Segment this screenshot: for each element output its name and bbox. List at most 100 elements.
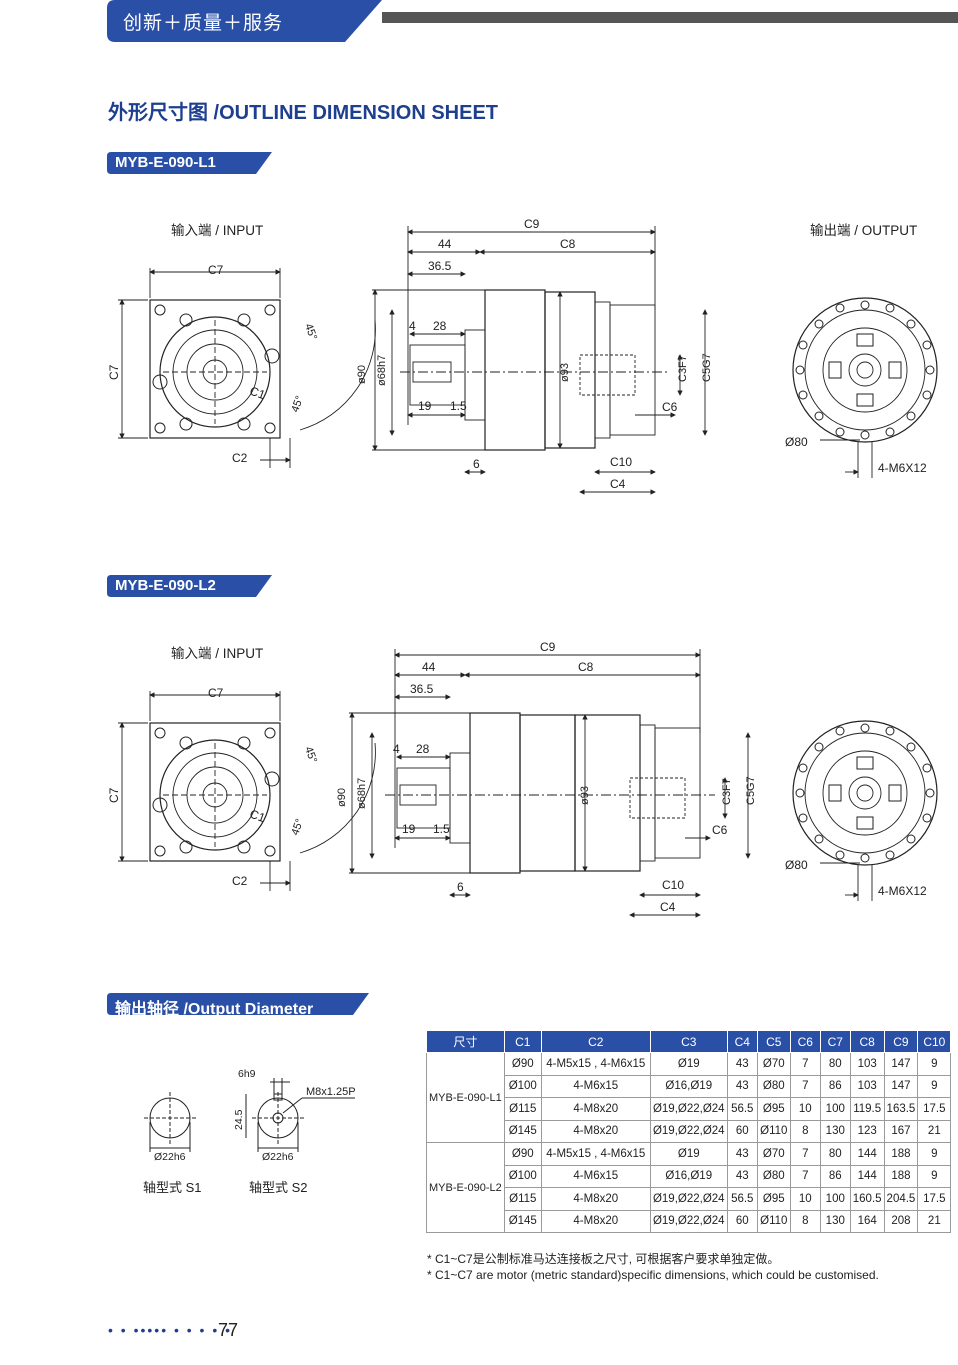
table-cell: Ø80 (756, 1164, 791, 1188)
dim-c2-l2: C2 (232, 874, 248, 888)
table-cell: 123 (849, 1119, 885, 1143)
table-cell: 188 (883, 1164, 919, 1188)
table-cell: Ø80 (756, 1074, 791, 1098)
dim-45-top-l2: 45° (302, 745, 319, 765)
table-cell: 163.5 (883, 1097, 919, 1121)
table-header-cell: C9 (883, 1030, 919, 1053)
table-cell: 86 (819, 1164, 851, 1188)
table-cell: 43 (726, 1164, 758, 1188)
table-cell: 4-M5x15 , 4-M6x15 (540, 1142, 651, 1166)
dim-phi80-l2: Ø80 (785, 858, 808, 872)
table-header-cell: C8 (849, 1030, 885, 1053)
dim-28-l2: 28 (416, 742, 430, 756)
table-cell: 21 (917, 1119, 952, 1143)
input-label-l2: 输入端 / INPUT (171, 646, 263, 661)
dim-c1-l1: C1 (248, 384, 268, 403)
dim-c8-l2: C8 (578, 660, 594, 674)
dim-4-l2: 4 (393, 742, 400, 756)
table-cell: Ø90 (503, 1052, 542, 1076)
dim-4-l1: 4 (409, 319, 416, 333)
s1-dia: Ø22h6 (154, 1151, 186, 1163)
s2-dia: Ø22h6 (262, 1151, 294, 1163)
table-cell: 17.5 (917, 1187, 952, 1211)
dim-phi68-l2: ø68h7 (356, 778, 368, 809)
table-cell: 204.5 (883, 1187, 919, 1211)
table-header-cell: C6 (789, 1030, 821, 1053)
dim-365-l1: 36.5 (428, 259, 452, 273)
page-title: 外形尺寸图 /OUTLINE DIMENSION SHEET (108, 102, 499, 124)
dim-28-l1: 28 (433, 319, 447, 333)
output-diameter-label: 输出轴径 /Output Diameter (107, 993, 369, 1018)
dim-c7-top-l2: C7 (208, 686, 224, 700)
table-cell: Ø19,Ø22,Ø24 (649, 1097, 728, 1121)
table-cell: Ø115 (503, 1187, 542, 1211)
dim-365-l2: 36.5 (410, 682, 434, 696)
table-cell: Ø145 (503, 1119, 542, 1143)
table-cell: 9 (917, 1164, 952, 1188)
table-header-cell: C2 (540, 1030, 651, 1053)
model-label-l1-text: MYB-E-090-L1 (115, 154, 216, 171)
output-diameter-label-text: 输出轴径 /Output Diameter (115, 1001, 314, 1018)
dim-c10-l2: C10 (662, 878, 684, 892)
table-cell: 8 (789, 1119, 821, 1143)
table-model-cell: MYB-E-090-L2 (426, 1142, 505, 1233)
table-cell: 7 (789, 1142, 821, 1166)
table-header-cell: C3 (649, 1030, 728, 1053)
table-cell: Ø16,Ø19 (649, 1074, 728, 1098)
table-cell: 4-M6x15 (540, 1164, 651, 1188)
table-cell: 9 (917, 1142, 952, 1166)
table-cell: 60 (726, 1119, 758, 1143)
dim-bolt-l1: 4-M6X12 (878, 461, 927, 475)
table-header-cell: C7 (819, 1030, 851, 1053)
table-model-cell: MYB-E-090-L1 (426, 1052, 505, 1143)
dim-phi93-l1: ø93 (559, 363, 571, 382)
dim-c9-l2: C9 (540, 640, 556, 654)
table-cell: 164 (849, 1209, 885, 1233)
table-cell: 147 (883, 1052, 919, 1076)
shaft-diagrams: Ø22h6 Ø22h6 6h9 24.5 M8x1.25P (144, 1068, 356, 1163)
dim-phi90-l1: ø90 (356, 365, 368, 384)
table-cell: 147 (883, 1074, 919, 1098)
table-cell: 100 (819, 1097, 851, 1121)
input-label-l1: 输入端 / INPUT (171, 223, 263, 238)
model-label-l2-text: MYB-E-090-L2 (115, 577, 216, 594)
table-cell: 4-M8x20 (540, 1209, 651, 1233)
table-cell: Ø145 (503, 1209, 542, 1233)
dim-bolt-l2: 4-M6X12 (878, 884, 927, 898)
table-cell: 80 (819, 1142, 851, 1166)
table-cell: 188 (883, 1142, 919, 1166)
table-cell: 100 (819, 1187, 851, 1211)
note-cn: * C1~C7是公制标准马达连接板之尺寸, 可根据客户要求单独定做。 (427, 1252, 780, 1266)
table-cell: 130 (819, 1119, 851, 1143)
table-cell: 4-M6x15 (540, 1074, 651, 1098)
dim-c3-l1: C3F7 (677, 355, 689, 382)
table-cell: Ø19,Ø22,Ø24 (649, 1209, 728, 1233)
dim-15-l2: 1.5 (433, 822, 450, 836)
dim-c10-l1: C10 (610, 455, 632, 469)
drawing-l2: 输入端 / INPUT C7 C7 45° 45° C1 C2 C9 44 C8 (107, 640, 938, 918)
table-cell: Ø110 (756, 1209, 791, 1233)
model-label-l1: MYB-E-090-L1 (107, 152, 272, 174)
dim-c2-l1: C2 (232, 451, 248, 465)
table-cell: 103 (849, 1052, 885, 1076)
table-header-cell: 尺寸 (426, 1030, 505, 1053)
table-cell: 4-M8x20 (540, 1097, 651, 1121)
model-label-l2: MYB-E-090-L2 (107, 575, 272, 597)
table-cell: 9 (917, 1052, 952, 1076)
table-cell: Ø100 (503, 1074, 542, 1098)
dim-c6-l1: C6 (662, 400, 678, 414)
table-cell: 144 (849, 1142, 885, 1166)
table-cell: Ø70 (756, 1142, 791, 1166)
s2-key: 6h9 (238, 1068, 256, 1080)
table-cell: 7 (789, 1052, 821, 1076)
dim-15-l1: 1.5 (450, 399, 467, 413)
header-tab (107, 0, 382, 42)
table-cell: 119.5 (849, 1097, 885, 1121)
